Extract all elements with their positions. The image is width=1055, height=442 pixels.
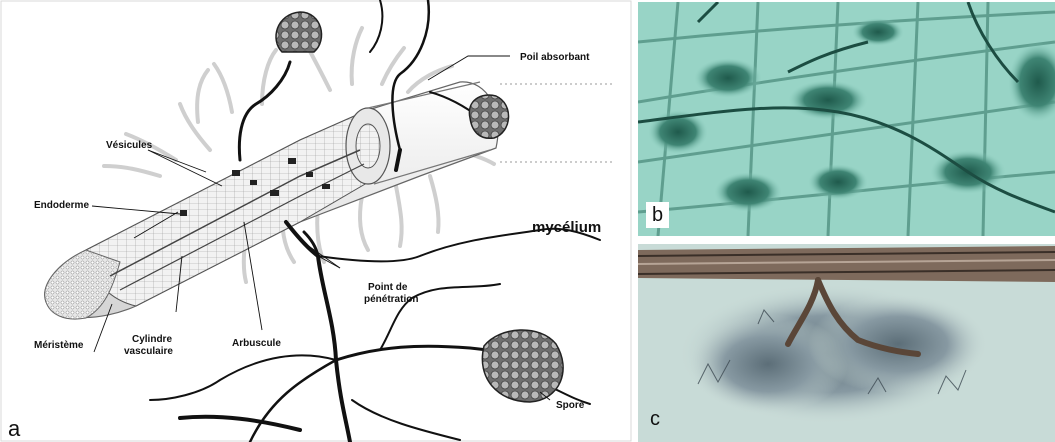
label-arbuscule: Arbuscule [232,338,281,349]
panel-letter-b: b [646,202,669,228]
label-spore: Spore [556,400,584,411]
label-point-penetration-1: Point de [368,282,407,293]
label-mycelium: mycélium [532,222,601,233]
label-poil-absorbant: Poil absorbant [520,52,589,63]
panel-a-diagram: Poil absorbant Vésicules Endoderme mycél… [0,0,632,442]
micrograph-c-svg [638,244,1055,442]
micrograph-b-svg [638,2,1055,236]
label-vesicules: Vésicules [106,140,152,151]
label-meristeme: Méristème [34,340,83,351]
panel-letter-c: c [644,406,666,432]
label-point-penetration-2: pénétration [364,294,418,305]
panel-c-micrograph: c [638,244,1055,442]
panel-b-micrograph: b [638,2,1055,236]
label-cylindre-1: Cylindre [132,334,172,345]
root-body [45,82,612,319]
panel-letter-a: a [8,418,20,440]
label-cylindre-2: vasculaire [124,346,173,357]
label-endoderme: Endoderme [34,200,89,211]
